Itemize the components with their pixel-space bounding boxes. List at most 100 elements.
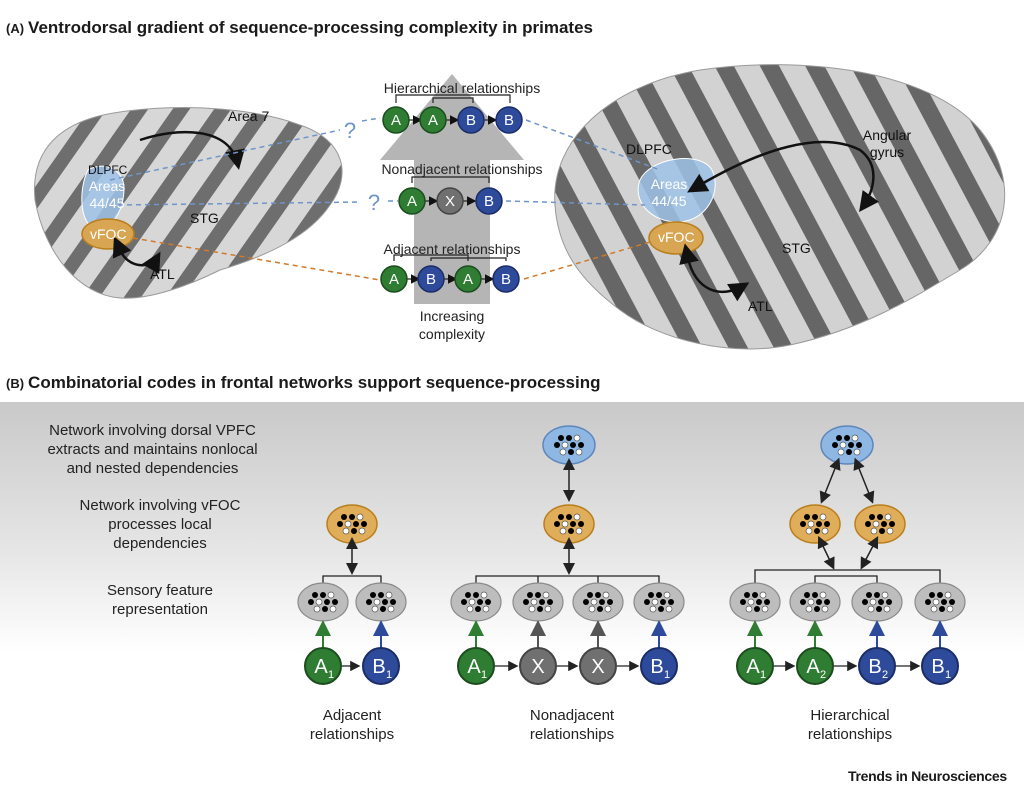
case-hierarchical: A 1 A 2 B 2 B 1 [729,425,966,685]
case-label-adjacent-line2: relationships [309,726,395,743]
stim-letter: B [868,656,881,678]
sensory-ensemble [355,582,407,622]
desc-vfoc-network: Network involving vFOC processes local d… [40,496,280,553]
vfoc-ensemble [854,504,906,544]
right-stg-label: STG [782,240,811,256]
stim-letter: X [591,656,604,678]
right-areas-line1: Areas [650,176,688,192]
seq-node [382,106,410,134]
dashed-connectors [109,117,661,281]
stim-sub: 1 [664,669,670,681]
stim-letter: X [531,656,544,678]
stim-sub: 1 [481,669,487,681]
stim-sub: 1 [760,669,766,681]
stim-letter: B [931,656,944,678]
human-brain [554,64,1006,350]
row-hierarchical-nodes: A A B B [382,106,523,134]
seq-node-letter: X [445,193,455,210]
sensory-ensemble [512,582,564,622]
stim-node [579,647,617,685]
question-mark-hierarchical: ? [344,118,356,143]
seq-node [492,265,520,293]
right-angular-gyrus-label: Angular gyrus [852,127,922,161]
seq-node [417,265,445,293]
case-label-hierarchical: Hierarchical relationships [785,706,915,744]
seq-node-letter: A [391,112,401,129]
desc-dorsal-line3: and nested dependencies [66,460,239,477]
seq-node-letter: B [504,112,514,129]
left-areas-label: Areas 44/45 [84,178,130,212]
seq-node-letter: A [407,193,417,210]
row-title-nonadjacent: Nonadjacent relationships [381,161,543,177]
panel-b-title-text: Combinatorial codes in frontal networks … [28,373,601,392]
desc-dorsal-line2: extracts and maintains nonlocal [47,441,258,458]
right-angular-line2: gyrus [869,144,905,160]
left-dlpfc-label: DLPFC [88,163,128,177]
stim-node [858,647,896,685]
stim-node [457,647,495,685]
seq-node-letter: A [428,112,438,129]
desc-vfoc-line2: processes local [108,516,212,533]
question-mark-nonadjacent: ? [368,190,380,215]
panel-b-title: (B)Combinatorial codes in frontal networ… [6,373,600,393]
stim-node [921,647,959,685]
seq-node [454,265,482,293]
left-areas-line1: Areas [88,178,126,194]
case-label-adjacent: Adjacent relationships [292,706,412,744]
panel-b-graphics: A 1 B 1 [297,425,966,685]
stim-sub: 2 [820,669,826,681]
journal-footer: Trends in Neurosciences [848,768,1007,784]
desc-vfoc-line1: Network involving vFOC [79,497,241,514]
left-stg-label: STG [190,210,219,226]
left-vfoc-label: vFOC [90,226,127,242]
left-area7-label: Area 7 [228,108,270,124]
case-label-hierarchical-line2: relationships [807,726,893,743]
seq-node-letter: B [501,271,511,288]
row-title-adjacent: Adjacent relationships [383,241,521,257]
stim-letter: A [806,656,820,678]
increasing-complexity-line2: complexity [418,326,486,342]
monkey-brain [33,107,343,299]
seq-node [380,265,408,293]
desc-sensory-line2: representation [112,601,208,618]
case-nonadjacent: A 1 X X B 1 [450,425,685,685]
row-adjacent-nodes: A B A B [380,265,520,293]
dorsal-ensemble [820,425,874,465]
case-adjacent: A 1 B 1 [297,504,407,685]
right-atl-label: ATL [748,298,773,314]
seq-node-letter: B [484,193,494,210]
panel-a-title: (A)Ventrodorsal gradient of sequence-pro… [6,18,593,38]
seq-node-letter: B [426,271,436,288]
panel-a-graphics: A A B B A X B A B A B ? ? [33,64,1006,350]
vfoc-ensemble [789,504,841,544]
seq-node [457,106,485,134]
stim-sub: 2 [882,669,888,681]
sensory-ensemble [633,582,685,622]
increasing-complexity-line1: Increasing [419,308,485,324]
case-label-nonadjacent-line2: relationships [529,726,615,743]
vfoc-ensemble [543,504,595,544]
desc-dorsal-line1: Network involving dorsal VPFC [49,422,256,439]
sensory-ensemble [914,582,966,622]
stim-node [304,647,342,685]
sensory-ensemble [729,582,781,622]
seq-node-letter: B [466,112,476,129]
right-dlpfc-label: DLPFC [626,141,672,157]
right-areas-label: Areas 44/45 [646,176,692,210]
sensory-ensemble [789,582,841,622]
panel-a-title-text: Ventrodorsal gradient of sequence-proces… [28,18,593,37]
left-areas-line2: 44/45 [89,195,125,211]
stim-letter: A [314,656,328,678]
row-title-hierarchical: Hierarchical relationships [383,80,541,96]
right-angular-line1: Angular [862,127,912,143]
seq-node-letter: A [463,271,473,288]
vfoc-ensemble [326,504,378,544]
stim-node [736,647,774,685]
sensory-ensemble [572,582,624,622]
stim-letter: A [467,656,481,678]
desc-dorsal-network: Network involving dorsal VPFC extracts a… [20,421,285,478]
stim-sub: 1 [945,669,951,681]
stim-node [640,647,678,685]
stim-node [362,647,400,685]
